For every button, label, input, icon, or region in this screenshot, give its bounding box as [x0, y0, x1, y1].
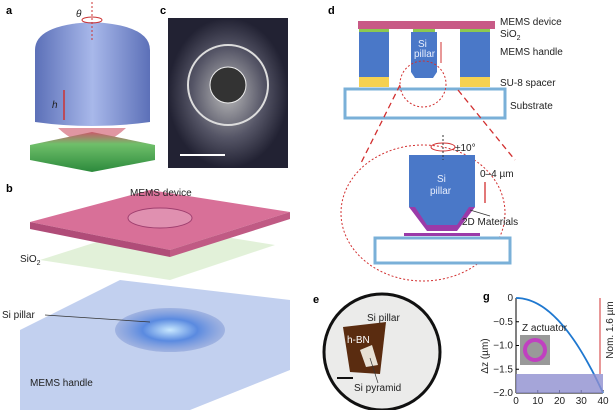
- series-line: [515, 297, 604, 394]
- panel-e: e Si pillar h-BN Si pyramid: [313, 292, 442, 410]
- y-tick-label: 0: [507, 293, 513, 304]
- panel-label-d: d: [328, 5, 335, 17]
- si-pillar-small: [411, 32, 437, 78]
- panel-a: a θ h: [6, 2, 155, 172]
- h-label: h: [52, 100, 58, 111]
- panel-label-b: b: [6, 183, 13, 195]
- x-tick-label: 0: [513, 396, 519, 407]
- e-si-pillar-label: Si pillar: [367, 313, 400, 324]
- 2d-material-on-tip: [409, 207, 475, 231]
- d-mems-handle-label: MEMS handle: [500, 47, 563, 58]
- panel-label-g: g: [483, 291, 490, 303]
- zoom-circle: [340, 144, 506, 282]
- sio2-label: SiO2: [20, 254, 41, 267]
- substrate-box-large: [373, 236, 512, 265]
- hbn-label: h-BN: [347, 335, 370, 346]
- panel-label-a: a: [6, 5, 13, 17]
- 2d-material-on-substrate: [404, 233, 480, 236]
- si-pillar-label: Si pillar: [2, 310, 35, 321]
- theta-label: θ: [76, 9, 82, 20]
- su8-spacer-left: [359, 77, 389, 87]
- svg-text:Si: Si: [418, 39, 427, 50]
- range-label: 0–4 µm: [480, 169, 514, 180]
- svg-text:pillar: pillar: [414, 49, 436, 60]
- su8-label: SU-8 spacer: [500, 78, 556, 89]
- panel-g-chart: −2.0 −1.5 −1.0 −0.5 0 40 30 20 10 0 g Δz (µm) Z ac…: [480, 291, 615, 407]
- su8-spacer-right: [460, 77, 490, 87]
- x-tick-label: 20: [554, 396, 566, 407]
- rotation-label: ±10°: [455, 143, 476, 154]
- hbn-flake: [343, 322, 386, 374]
- si-pyramid-label: Si pyramid: [354, 383, 401, 394]
- y-tick-label: −2.0: [493, 388, 513, 399]
- svg-text:Si: Si: [437, 174, 446, 185]
- panel-label-e: e: [313, 294, 319, 306]
- shaded-band: [516, 374, 603, 393]
- mems-handle-label: MEMS handle: [30, 378, 93, 389]
- x-tick-label: 40: [597, 396, 609, 407]
- y-tick-label: −1.5: [493, 364, 513, 375]
- d-mems-device-label: MEMS device: [500, 17, 562, 28]
- si-pillar-large: [409, 155, 475, 229]
- mems-handle-left: [359, 32, 389, 77]
- panel-c: c: [160, 5, 288, 168]
- y-axis-label: Δz (µm): [480, 338, 491, 373]
- panel-b: b MEMS device SiO2 Si pillar MEMS handle: [2, 183, 290, 410]
- y-tick-label: −1.0: [493, 341, 513, 352]
- mems-handle-right: [460, 32, 490, 77]
- 2d-materials-label: 2D Materials: [462, 217, 518, 228]
- d-sio2-label: SiO2: [500, 29, 521, 42]
- substrate-block: [30, 132, 155, 172]
- rotation-icon: [81, 16, 103, 24]
- panel-label-c: c: [160, 5, 166, 17]
- y-tick-label: −0.5: [493, 317, 513, 328]
- substrate-box: [343, 87, 507, 120]
- svg-text:pillar: pillar: [430, 186, 452, 197]
- x-tick-label: 10: [532, 396, 544, 407]
- nom-label: Nom. 1.6 µm: [605, 301, 615, 358]
- substrate-label: Substrate: [510, 101, 553, 112]
- si-pillar-glow: [115, 308, 225, 352]
- x-tick-label: 30: [576, 396, 588, 407]
- mems-device-label: MEMS device: [130, 188, 192, 199]
- z-actuator-label: Z actuator: [522, 323, 568, 334]
